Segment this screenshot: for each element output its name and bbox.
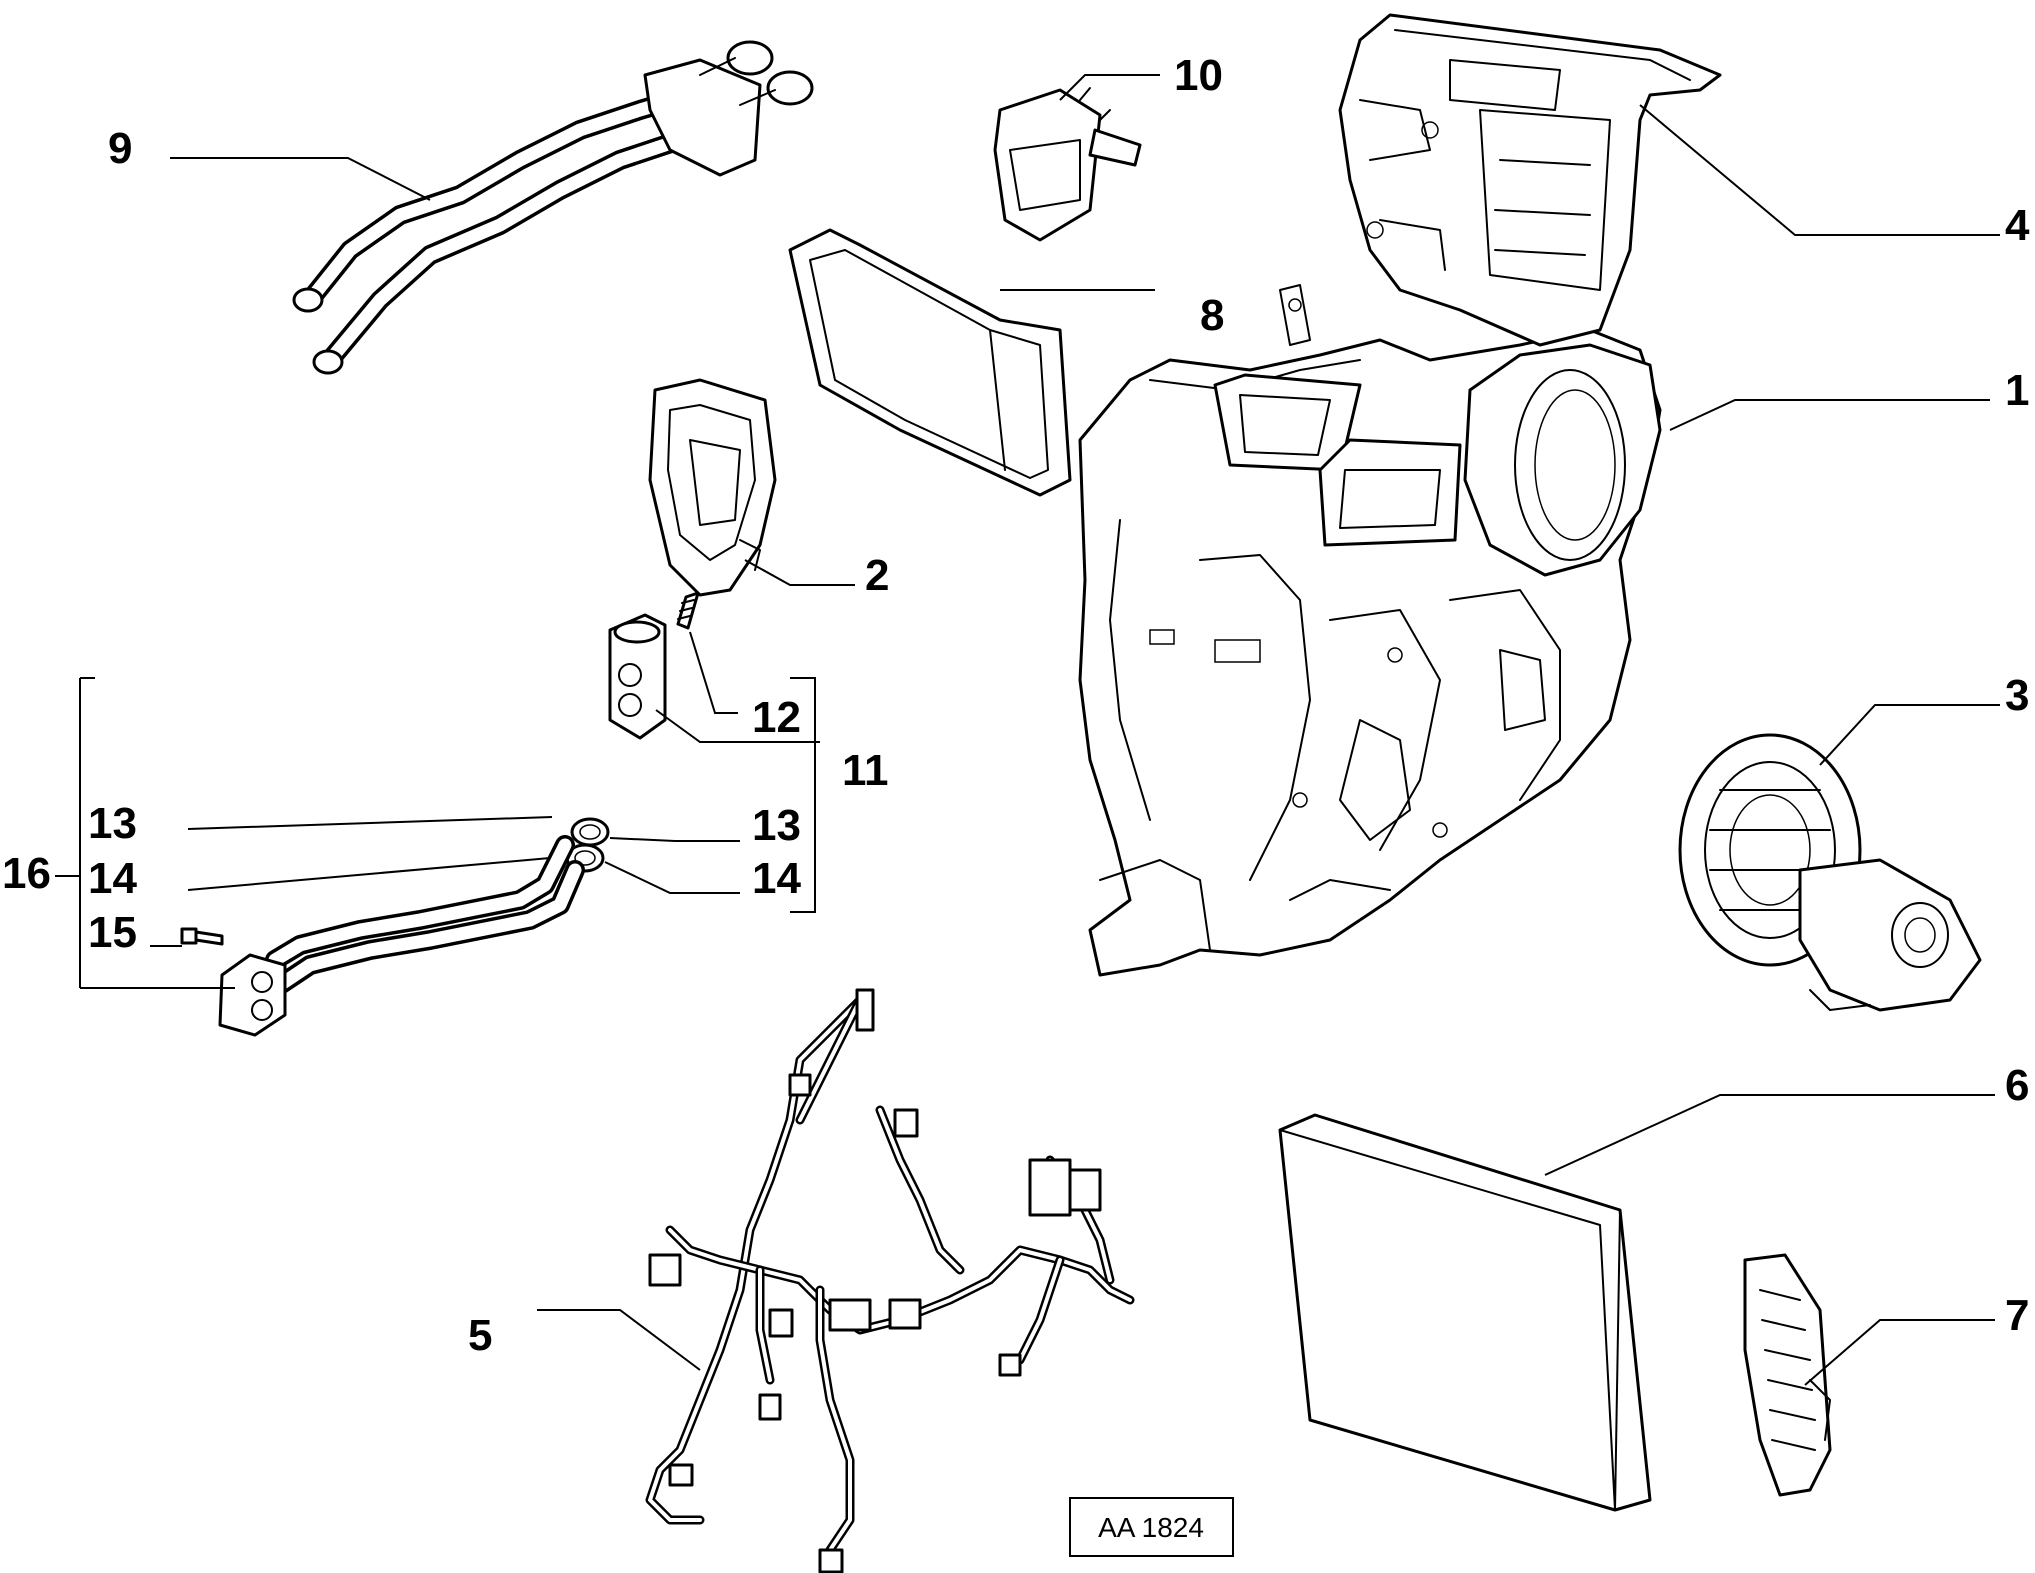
part-6-cabin-filter <box>1278 1113 1652 1512</box>
part-5-wiring-harness <box>645 988 1135 1573</box>
callout-3: 3 <box>2005 671 2029 720</box>
callout-13-right: 13 <box>752 801 801 850</box>
callout-9: 9 <box>108 124 132 173</box>
part-15-bolt <box>180 927 224 946</box>
part-16-refrigerant-pipes <box>218 835 585 1037</box>
part-12-screw <box>676 591 700 630</box>
part-2-evaporator-cover <box>648 378 777 597</box>
callout-2: 2 <box>865 551 889 600</box>
callout-8: 8 <box>1200 291 1224 340</box>
part-10-control-module <box>993 87 1142 242</box>
part-4-upper-duct-housing <box>1338 13 1722 347</box>
reference-code: AA 1824 <box>1098 1512 1204 1543</box>
callout-6: 6 <box>2005 1061 2029 1110</box>
part-9-heater-hoses <box>292 40 814 375</box>
part-11-expansion-valve <box>608 613 667 740</box>
callout-1: 1 <box>2005 366 2029 415</box>
callout-12: 12 <box>752 693 801 742</box>
callout-15: 15 <box>88 908 137 957</box>
callout-11: 11 <box>842 746 889 795</box>
callout-4: 4 <box>2005 201 2030 250</box>
leader-lines <box>55 74 2000 1386</box>
callout-14-right: 14 <box>752 854 801 903</box>
part-8-evaporator <box>788 228 1072 497</box>
part-1-hvac-housing <box>1078 284 1662 977</box>
callout-10: 10 <box>1174 51 1223 100</box>
callout-7: 7 <box>2005 1291 2029 1340</box>
callout-16: 16 <box>2 849 51 898</box>
part-7-filter-cover <box>1743 1253 1832 1497</box>
reference-code-box: AA 1824 <box>1069 1497 1234 1557</box>
callout-5: 5 <box>468 1311 492 1360</box>
part-3-blower-motor <box>1678 733 1982 1012</box>
callout-14-left: 14 <box>88 854 137 903</box>
callout-labels: 1 2 3 4 5 6 7 8 9 10 11 12 13 13 14 14 1… <box>2 51 2030 1360</box>
callout-13-left: 13 <box>88 799 137 848</box>
